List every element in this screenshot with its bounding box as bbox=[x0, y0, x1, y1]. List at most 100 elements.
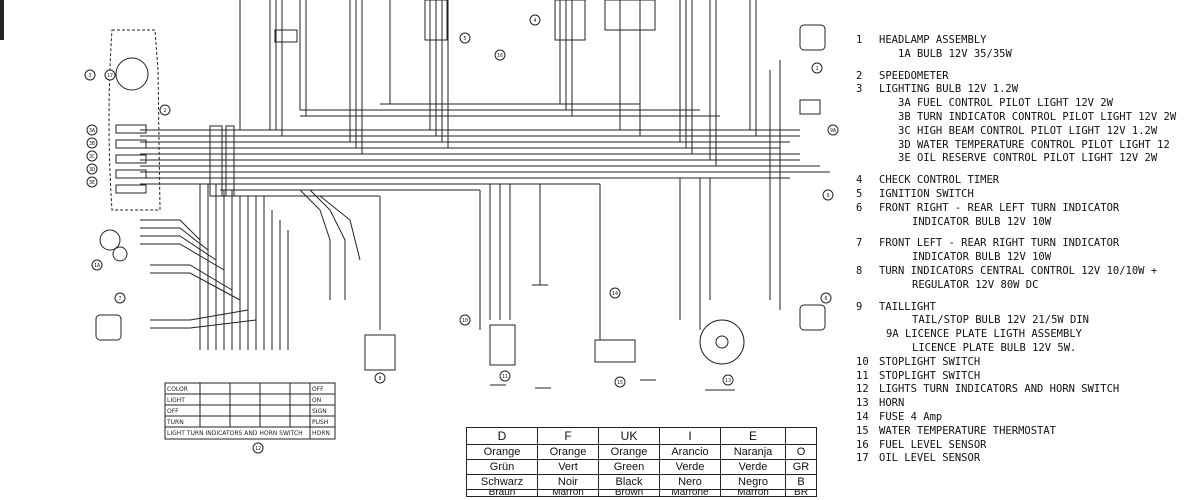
color-table-cell: GR bbox=[785, 459, 817, 475]
color-table-cell: Grün bbox=[466, 459, 538, 475]
legend-item: REGULATOR 12V 80W DC bbox=[856, 279, 1200, 293]
legend-item-number: 12 bbox=[856, 383, 869, 396]
legend-item-text: STOPLIGHT SWITCH bbox=[879, 369, 981, 382]
color-table-cell: Noir bbox=[537, 474, 599, 490]
callout-11: 11 bbox=[499, 370, 511, 382]
color-table-cell: Verde bbox=[720, 459, 786, 475]
color-table-cell: Marron bbox=[720, 489, 786, 497]
svg-text:9: 9 bbox=[826, 193, 829, 199]
legend-item: 3C HIGH BEAM CONTROL PILOT LIGHT 12V 1.2… bbox=[856, 125, 1200, 139]
legend-item-text: 3A FUEL CONTROL PILOT LIGHT 12V 2W bbox=[898, 97, 1113, 110]
legend-item-number: 8 bbox=[856, 264, 863, 277]
taillight bbox=[112, 246, 128, 262]
main-harness bbox=[140, 103, 830, 197]
callout-3B: 3B bbox=[86, 137, 98, 149]
horn bbox=[699, 319, 745, 365]
svg-text:12: 12 bbox=[255, 446, 261, 452]
legend-item-text: LICENCE PLATE BULB 12V 5W. bbox=[912, 341, 1077, 354]
legend-item-text: 3C HIGH BEAM CONTROL PILOT LIGHT 12V 1.2… bbox=[898, 124, 1158, 137]
color-table-cell: Verde bbox=[659, 459, 721, 475]
legend-item-text: SPEEDOMETER bbox=[879, 69, 949, 82]
legend-item-text: REGULATOR 12V 80W DC bbox=[912, 278, 1039, 291]
legend-item-number: 17 bbox=[856, 452, 869, 465]
callout-12: 12 bbox=[252, 442, 264, 454]
color-table-header: UK bbox=[598, 427, 660, 445]
color-table-cell: Naranja bbox=[720, 444, 786, 460]
color-table-cell: Marrone bbox=[659, 489, 721, 497]
legend-item-number: 4 bbox=[856, 174, 863, 187]
legend-item-text: FUEL LEVEL SENSOR bbox=[879, 438, 987, 451]
legend-item-text: FUSE 4 Amp bbox=[879, 410, 943, 423]
color-table-header: I bbox=[659, 427, 721, 445]
color-table-cell: Brown bbox=[598, 489, 660, 497]
svg-text:3C: 3C bbox=[89, 154, 95, 160]
legend-item-text: INDICATOR BULB 12V 10W bbox=[912, 251, 1052, 264]
svg-text:13: 13 bbox=[725, 378, 731, 384]
legend-item-text: 3E OIL RESERVE CONTROL PILOT LIGHT 12V 2… bbox=[898, 152, 1158, 165]
svg-text:8: 8 bbox=[378, 376, 381, 382]
legend-item-text: INDICATOR BULB 12V 10W bbox=[912, 215, 1052, 228]
color-table-cell: O bbox=[785, 444, 817, 460]
callout-1: 1 bbox=[811, 62, 823, 74]
color-table-cell: BR bbox=[785, 489, 817, 497]
callout-9: 9 bbox=[822, 189, 834, 201]
legend-item: INDICATOR BULB 12V 10W bbox=[856, 216, 1200, 230]
svg-text:16: 16 bbox=[497, 53, 503, 59]
legend-item: LICENCE PLATE BULB 12V 5W. bbox=[856, 342, 1200, 356]
switch-box-label: LIGHT bbox=[167, 397, 185, 404]
color-table-cell: Arancio bbox=[659, 444, 721, 460]
timer-unit bbox=[554, 0, 586, 41]
callout-1A: 1A bbox=[91, 259, 103, 271]
regulator bbox=[364, 334, 396, 371]
callout-9A: 9A bbox=[827, 124, 839, 136]
svg-text:15: 15 bbox=[617, 380, 623, 386]
svg-text:3: 3 bbox=[88, 73, 91, 79]
svg-text:10: 10 bbox=[462, 318, 468, 324]
switch-box-label: OFF bbox=[167, 408, 179, 415]
left-bundle bbox=[140, 189, 361, 329]
legend-item-text: TAIL/STOP BULB 12V 21/5W DIN bbox=[912, 314, 1090, 327]
color-table-cell: Negro bbox=[720, 474, 786, 490]
legend-item: 3A FUEL CONTROL PILOT LIGHT 12V 2W bbox=[856, 97, 1200, 111]
switch-box-label: PUSH bbox=[312, 419, 328, 426]
legend-gap bbox=[856, 166, 1200, 174]
switch-box-label: COLOR bbox=[167, 386, 188, 393]
legend-item-text: STOPLIGHT SWITCH bbox=[879, 355, 981, 368]
color-table-cell: Vert bbox=[537, 459, 599, 475]
color-table-cell: Orange bbox=[537, 444, 599, 460]
legend-item-text: 3D WATER TEMPERATURE CONTROL PILOT LIGHT… bbox=[898, 138, 1170, 151]
switch-box-label: HORN bbox=[312, 430, 330, 437]
legend-item-number: 14 bbox=[856, 410, 869, 423]
legend-item-text: FRONT LEFT - REAR RIGHT TURN INDICATOR bbox=[879, 237, 1120, 250]
callout-3E: 3E bbox=[86, 176, 98, 188]
svg-text:11: 11 bbox=[502, 374, 508, 380]
svg-text:3A: 3A bbox=[89, 128, 95, 134]
callout-2: 2 bbox=[159, 104, 171, 116]
svg-text:3D: 3D bbox=[89, 167, 95, 173]
edge-mark bbox=[0, 0, 4, 40]
switch-box-label: SIGN bbox=[312, 408, 327, 415]
battery bbox=[594, 339, 636, 363]
legend-item-text: IGNITION SWITCH bbox=[879, 187, 974, 200]
callout-10: 10 bbox=[459, 314, 471, 326]
svg-text:5: 5 bbox=[463, 36, 466, 42]
legend-item-number: 9 bbox=[856, 300, 863, 313]
svg-text:1: 1 bbox=[815, 66, 818, 72]
svg-text:7: 7 bbox=[118, 296, 121, 302]
legend-item-number: 2 bbox=[856, 69, 863, 82]
legend-item: 14 FUSE 4 Amp bbox=[856, 411, 1200, 425]
legend-item-number: 13 bbox=[856, 397, 869, 410]
